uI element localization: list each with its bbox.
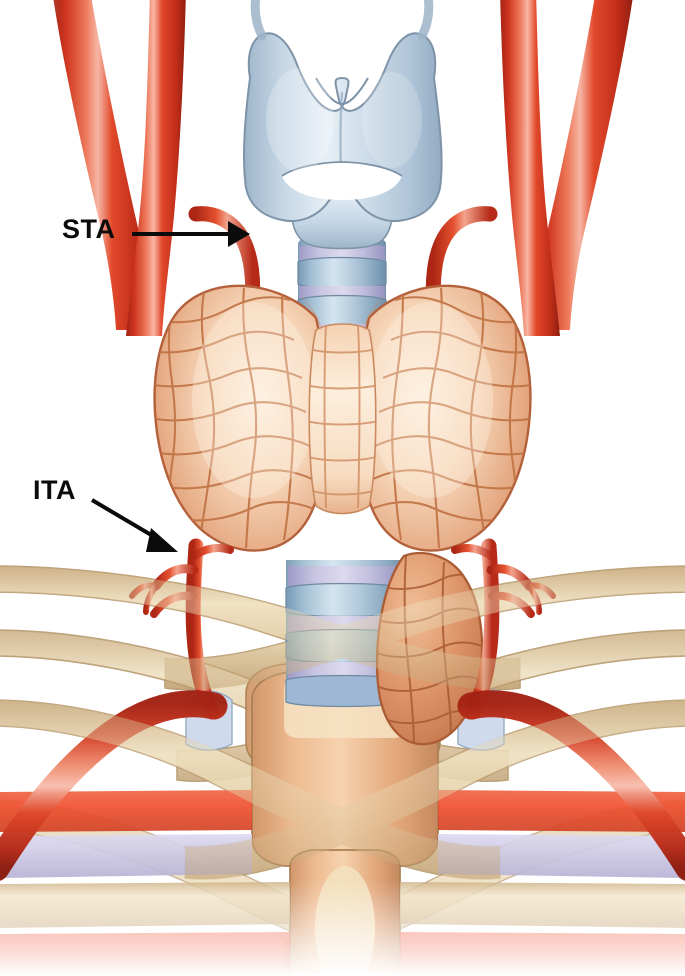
- thyroid-cartilage: [242, 0, 443, 222]
- lobe-highlight-left: [192, 302, 316, 498]
- annotation-arrows: [90, 221, 250, 552]
- artery-group-back: [53, 0, 633, 336]
- lobule-septa-right: [368, 287, 531, 549]
- ita-arrow: [90, 498, 178, 552]
- lobule-septa-left: [154, 287, 317, 549]
- rib-overlay-front: [0, 566, 685, 880]
- thyroid-lobe-left: [153, 284, 326, 552]
- sta-label: STA: [62, 214, 116, 244]
- sta-arrow: [132, 221, 250, 247]
- common-carotid-right: [500, 0, 560, 336]
- ita-label: ITA: [33, 475, 76, 505]
- internal-carotid-right: [534, 0, 633, 330]
- subclavian-artery-right: [457, 690, 685, 881]
- thyroid-lobe-right: [359, 284, 532, 552]
- thyroid-isthmus: [308, 323, 377, 515]
- lobe-highlight-right: [369, 302, 493, 498]
- internal-carotid-left: [53, 0, 152, 330]
- common-carotid-left: [126, 0, 186, 336]
- subclavian-artery-left: [0, 690, 228, 881]
- artery-group-front: [0, 538, 685, 881]
